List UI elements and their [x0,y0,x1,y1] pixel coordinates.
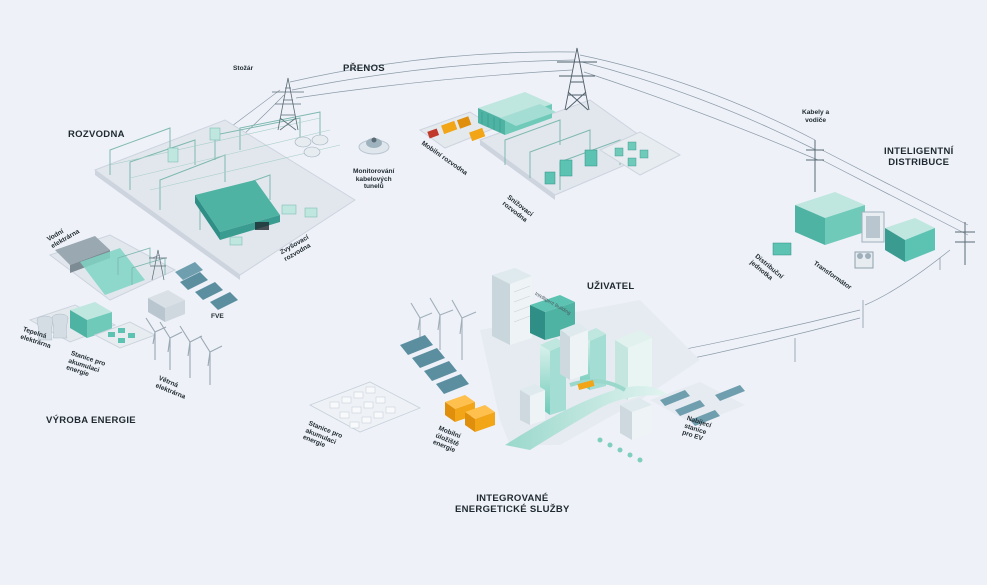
label-monitorovani-line3: tunelů [363,183,384,191]
section-title-sluzby-line2: ENERGETICKÉ SLUŽBY [455,503,570,515]
solar-panel-icon [400,335,469,394]
label-monitorovani: Monitorování kabelových tunelů [353,168,394,191]
section-title-distribuce-line2: DISTRIBUCE [888,156,950,168]
wind-turbine-icon [145,317,223,385]
step-down-substation [478,92,682,200]
section-title-prenos: PŘENOS [343,63,385,74]
section-title-sluzby-line1: INTEGROVANÉ [476,493,549,504]
energy-production [28,234,238,349]
section-title-sluzby: INTEGROVANÉ ENERGETICKÉ SLUŽBY [455,493,570,516]
label-kabely: Kabely a vodiče [802,109,829,124]
energy-storage-station [309,381,421,433]
ev-charger-icon [650,382,745,426]
section-title-distribuce-line1: INTELIGENTNÍ [884,146,954,157]
step-up-substation [93,111,356,280]
truck-icon [445,395,495,432]
section-title-vyroba: VÝROBA ENERGIE [46,415,136,426]
transmission-tower-icon [272,77,304,131]
cable-tunnel-monitor [358,137,390,155]
section-title-distribuce: INTELIGENTNÍ DISTRIBUCE [884,146,954,169]
section-title-rozvodna: ROZVODNA [68,129,125,140]
label-fve: FVE [211,313,224,320]
label-stozar: Stožár [233,65,254,72]
wind-turbine-icon [410,297,477,360]
building-icon [492,268,532,345]
intelligent-distribution [772,140,975,362]
label-monitorovani-line2: kabelových [355,175,392,183]
user-city [480,268,700,463]
label-kabely-line1: Kabely a [802,109,830,116]
section-title-uzivatel: UŽIVATEL [587,281,635,292]
label-kabely-line2: vodiče [805,116,826,124]
transmission-tower-icon [557,47,597,111]
solar-panel-icon [175,262,238,310]
label-monitorovani-line1: Monitorování [353,168,395,175]
